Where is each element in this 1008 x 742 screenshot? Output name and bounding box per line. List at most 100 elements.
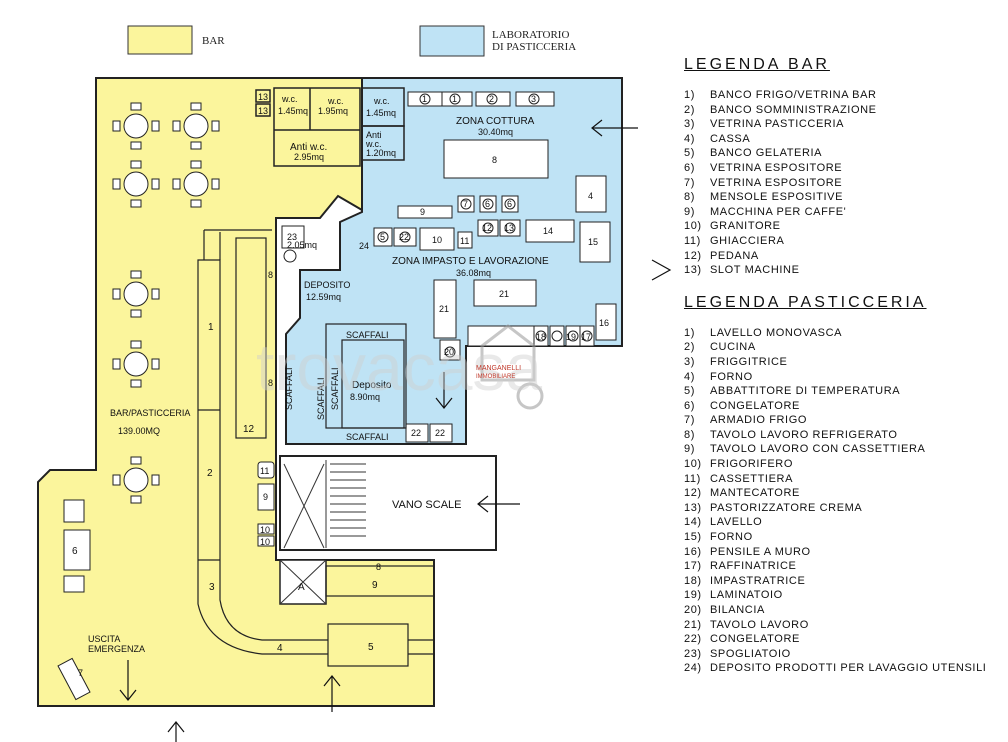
anti-wc2-name2: w.c. xyxy=(365,139,382,149)
wc3-area: 1.45mq xyxy=(366,108,396,118)
watermark-logo xyxy=(480,324,544,410)
legend-item: 17) RAFFINATRICE xyxy=(684,559,994,574)
legend-item-text: RAFFINATRICE xyxy=(710,560,797,573)
legend-bar-title: LEGENDA BAR xyxy=(684,56,830,73)
legend-item: 7) ARMADIO FRIGO xyxy=(684,413,994,428)
p1a: 1 xyxy=(422,94,427,104)
legend-item-number: 6) xyxy=(684,399,695,412)
legend-pasticceria-title: LEGENDA PASTICCERIA xyxy=(684,293,927,311)
legend-item-number: 2) xyxy=(684,103,695,116)
watermark-brand-2: IMMOBILIARE xyxy=(476,374,515,380)
legend-item-number: 20) xyxy=(684,604,702,616)
bar-1: 1 xyxy=(208,322,214,333)
legend-item-text: TAVOLO LAVORO CON CASSETTIERA xyxy=(710,443,926,456)
legend-item: 10) GRANITORE xyxy=(684,219,994,234)
legend-item-text: PASTORIZZATORE CREMA xyxy=(710,501,863,514)
scaffali-vertical-1: SCAFFALI xyxy=(284,367,294,410)
p12: 12 xyxy=(482,223,492,233)
bar-tables xyxy=(123,113,209,493)
legend-item-number: 5) xyxy=(684,385,695,398)
legend-item-number: 7) xyxy=(684,414,695,427)
bar-3: 3 xyxy=(209,582,215,593)
deposito2-room xyxy=(325,323,407,429)
legend-item-number: 23) xyxy=(684,647,702,660)
legend-item-number: 10) xyxy=(684,220,702,233)
bar-13b: 13 xyxy=(258,106,268,116)
legend-item-number: 17) xyxy=(684,560,702,573)
legend-item-text: TAVOLO LAVORO xyxy=(710,618,809,631)
legend-item-number: 2) xyxy=(684,341,695,354)
legend-item: 12)PEDANA xyxy=(684,249,994,264)
legend-item-number: 5) xyxy=(684,147,695,160)
legend-item-text: BANCO SOMMINISTRAZIONE xyxy=(710,103,877,116)
legend-item-text: GRANITORE xyxy=(710,220,781,233)
entrance-arrows xyxy=(119,119,672,742)
legend-item: 7) VETRINA ESPOSITORE xyxy=(684,176,994,191)
p7: 7 xyxy=(463,199,468,209)
anti-wc1-name: Anti w.c. xyxy=(290,142,327,153)
legend-item-text: DEPOSITO PRODOTTI PER LAVAGGIO UTENSILI xyxy=(710,662,987,675)
legend-item-number: 1) xyxy=(684,326,695,339)
lab-circles xyxy=(283,93,593,358)
legend-item-text: MENSOLE ESPOSITIVE xyxy=(710,191,844,204)
scaffali-vertical-2: SCAFFALI xyxy=(316,377,326,420)
wc1-name: w.c. xyxy=(281,94,298,104)
bar-8c: 8 xyxy=(376,562,381,572)
watermark-brand-1: MANGANELLI xyxy=(476,365,521,372)
legend-item: 23) SPOGLIATOIO xyxy=(684,647,994,662)
bar-6: 6 xyxy=(72,546,78,557)
legend-item-text: VETRINA ESPOSITORE xyxy=(710,176,843,189)
p21a: 21 xyxy=(439,304,449,314)
legend-item: 14)LAVELLO xyxy=(684,515,994,530)
p15: 15 xyxy=(588,237,598,247)
p22a: 22 xyxy=(399,232,409,242)
legend-item-text: LAVELLO MONOVASCA xyxy=(710,326,843,339)
legend-item-text: ARMADIO FRIGO xyxy=(710,414,808,427)
legend-item-number: 3) xyxy=(684,355,695,368)
legend-item: 11)GHIACCIERA xyxy=(684,234,994,249)
bar-10a: 10 xyxy=(260,525,270,535)
bar-9b: 9 xyxy=(372,580,378,591)
legend-item-number: 6) xyxy=(684,161,695,174)
bar-pasticceria-area: 139.00MQ xyxy=(118,426,160,436)
p17: 17 xyxy=(581,332,591,342)
legend-item: 19)LAMINATOIO xyxy=(684,588,994,603)
legend-item-number: 12) xyxy=(684,487,702,500)
legend-item-text: MACCHINA PER CAFFE' xyxy=(710,205,847,218)
legend-item: 21)TAVOLO LAVORO xyxy=(684,618,994,633)
bar-7: 7 xyxy=(78,668,83,678)
bar-8a: 8 xyxy=(268,270,273,280)
p6b: 6 xyxy=(507,199,512,209)
legend-item: 20)BILANCIA xyxy=(684,603,994,618)
scaffali-top: SCAFFALI xyxy=(346,330,389,340)
legend-item-number: 7) xyxy=(684,176,695,189)
scaffali-vertical-3: SCAFFALI xyxy=(330,367,340,410)
bar-7-cabinet xyxy=(57,657,91,701)
legend-item-number: 11) xyxy=(684,472,701,485)
legend-item: 5)BANCO GELATERIA xyxy=(684,146,994,161)
legend-item-text: IMPASTRATRICE xyxy=(710,574,806,587)
legend-item-text: FRIGGITRICE xyxy=(710,355,788,368)
stair-a-label: A xyxy=(298,582,305,593)
key-lab-label-line1: LABORATORIO xyxy=(492,29,569,41)
legend-item-number: 3) xyxy=(684,118,695,131)
wc3-name: w.c. xyxy=(373,96,390,106)
legend-item-text: GHIACCIERA xyxy=(710,234,785,247)
legend-item-text: LAVELLO xyxy=(710,516,763,529)
wc-block xyxy=(255,87,405,167)
bar-counters xyxy=(197,229,435,667)
legend-item-number: 8) xyxy=(684,428,695,441)
p22c: 22 xyxy=(435,428,445,438)
legend-item-text: PENSILE A MURO xyxy=(710,545,811,558)
legend-item-number: 15) xyxy=(684,531,702,544)
zona-cottura-name: ZONA COTTURA xyxy=(456,116,535,127)
p21b: 21 xyxy=(499,289,509,299)
p22b: 22 xyxy=(411,428,421,438)
legend-item: 1) LAVELLO MONOVASCA xyxy=(684,326,994,341)
legend-item-text: SPOGLIATOIO xyxy=(710,647,791,660)
zona-impasto-area: 36.08mq xyxy=(456,268,491,278)
legend-item-number: 10) xyxy=(684,458,702,471)
